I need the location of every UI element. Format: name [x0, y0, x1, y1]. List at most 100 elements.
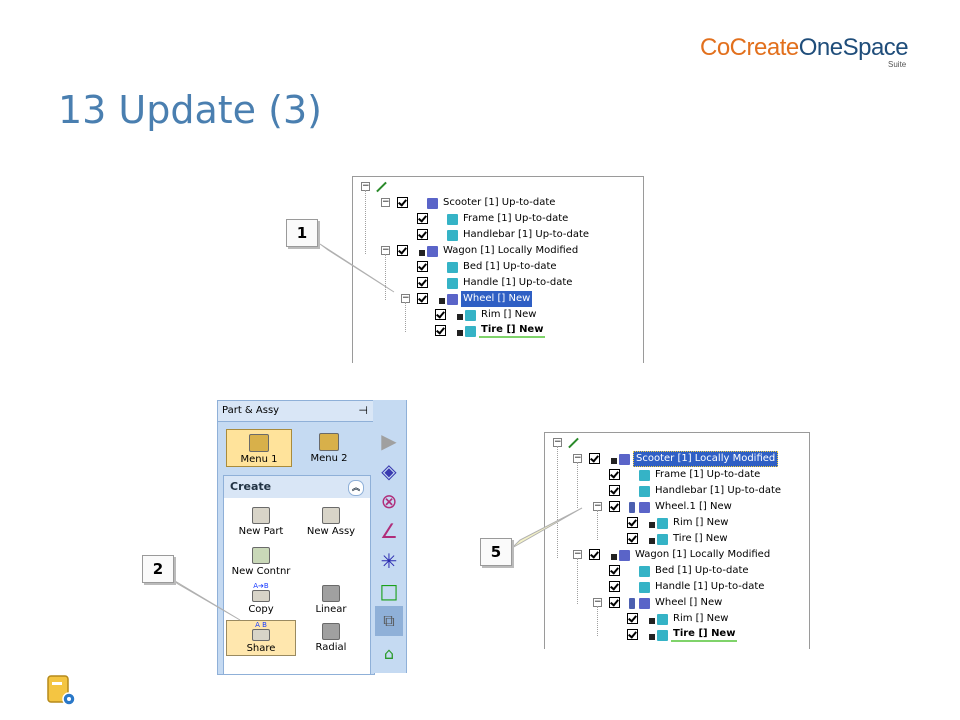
tree-root-row[interactable]: − [553, 435, 593, 451]
tree-row-bed[interactable]: Bed [1] Up-to-date [553, 563, 803, 579]
part-icon [447, 214, 458, 225]
rail-sketch-icon[interactable]: ∠ [380, 519, 398, 543]
callout-2: 2 [142, 555, 174, 583]
tree-row-label: Rim [] New [481, 309, 537, 320]
visibility-checkbox[interactable] [417, 293, 428, 304]
tree-row-wagon[interactable]: − Wagon [1] Locally Modified [361, 243, 631, 259]
modified-marker-icon [649, 634, 655, 640]
tree-row-rim[interactable]: Rim [] New [361, 307, 631, 323]
copy-button[interactable]: A➔B Copy [226, 582, 296, 618]
visibility-checkbox[interactable] [609, 501, 620, 512]
tree-row-handlebar[interactable]: Handlebar [1] Up-to-date [361, 227, 631, 243]
rail-3d-icon[interactable]: ⌂ [383, 643, 395, 663]
modified-marker-icon [457, 314, 463, 320]
modified-marker-icon [649, 618, 655, 624]
create-panel-header[interactable]: Create ︽ [224, 476, 370, 498]
rail-rectangle-icon[interactable]: □ [379, 579, 399, 603]
visibility-checkbox[interactable] [609, 485, 620, 496]
visibility-checkbox[interactable] [417, 277, 428, 288]
visibility-checkbox[interactable] [397, 197, 408, 208]
visibility-checkbox[interactable] [397, 245, 408, 256]
visibility-checkbox[interactable] [589, 549, 600, 560]
part-icon [657, 614, 668, 625]
linear-button[interactable]: Linear [296, 582, 366, 618]
tree-row-label-new: Tire [] New [479, 323, 546, 338]
share-icon [252, 629, 270, 641]
linear-pattern-icon [322, 585, 340, 602]
share-a-b-icon: A B [255, 621, 267, 629]
rail-expand-icon[interactable]: ▶ [381, 429, 397, 453]
tree-row-tire[interactable]: Tire [] New [361, 323, 631, 339]
visibility-checkbox[interactable] [417, 229, 428, 240]
tree-row-scooter[interactable]: − Scooter [1] Up-to-date [361, 195, 631, 211]
menu-2-button[interactable]: Menu 2 [296, 429, 362, 467]
shared-instance-icon [629, 502, 635, 513]
visibility-checkbox[interactable] [435, 325, 446, 336]
visibility-checkbox[interactable] [627, 517, 638, 528]
new-assy-button[interactable]: New Assy [296, 504, 366, 540]
visibility-checkbox[interactable] [609, 597, 620, 608]
visibility-checkbox[interactable] [609, 469, 620, 480]
visibility-checkbox[interactable] [627, 613, 638, 624]
tree-row-rim[interactable]: Rim [] New [553, 515, 803, 531]
callout-5: 5 [480, 538, 512, 566]
rail-workplane-icon[interactable]: ⊗ [380, 489, 398, 513]
tree-row-frame[interactable]: Frame [1] Up-to-date [361, 211, 631, 227]
create-panel-title: Create [230, 480, 272, 493]
visibility-checkbox[interactable] [627, 533, 638, 544]
tree-row-wheel[interactable]: − Wheel [] New [361, 291, 631, 307]
callout-2-leader [169, 577, 241, 621]
pin-icon[interactable]: ⊣ [358, 404, 368, 417]
modified-marker-icon [611, 554, 617, 560]
share-button[interactable]: A B Share [226, 620, 296, 656]
tree-row-label: Frame [1] Up-to-date [655, 469, 761, 480]
new-assy-icon [322, 507, 340, 524]
rail-axis-icon[interactable]: ✳ [380, 549, 398, 573]
assembly-icon [427, 198, 438, 209]
menu-1-button[interactable]: Menu 1 [226, 429, 292, 467]
callout-1-leader [319, 243, 395, 293]
visibility-checkbox[interactable] [589, 453, 600, 464]
visibility-checkbox[interactable] [609, 565, 620, 576]
slide-title: 13 Update (3) [58, 88, 322, 132]
tree-row-label: Bed [1] Up-to-date [463, 261, 557, 272]
structure-browser-tree-2[interactable]: − − Scooter [1] Locally Modified Frame [… [544, 432, 810, 649]
tree-root-row[interactable]: − [361, 179, 401, 195]
assembly-icon [619, 550, 630, 561]
part-icon [657, 518, 668, 529]
radial-button[interactable]: Radial [296, 620, 366, 656]
new-part-button[interactable]: New Part [226, 504, 296, 540]
tree-row-handlebar[interactable]: Handlebar [1] Up-to-date [553, 483, 803, 499]
visibility-checkbox[interactable] [435, 309, 446, 320]
tree-row-label: Frame [1] Up-to-date [463, 213, 569, 224]
new-container-icon [252, 547, 270, 564]
tree-row-wagon[interactable]: − Wagon [1] Locally Modified [553, 547, 803, 563]
visibility-checkbox[interactable] [417, 261, 428, 272]
new-container-label: New Contnr [231, 566, 291, 577]
visibility-checkbox[interactable] [609, 581, 620, 592]
part-icon [465, 326, 476, 337]
rail-view-icon[interactable]: ◈ [381, 459, 397, 483]
tree-row-tire[interactable]: Tire [] New [553, 531, 803, 547]
collapse-toggle[interactable]: − [381, 197, 390, 207]
linear-label: Linear [315, 604, 347, 615]
tree-row-handle[interactable]: Handle [1] Up-to-date [361, 275, 631, 291]
structure-browser-tree-1[interactable]: − − Scooter [1] Up-to-date Frame [1] Up-… [352, 176, 644, 363]
tree-row-wheel-1[interactable]: − Wheel.1 [] New [553, 499, 803, 515]
tree-row-scooter[interactable]: − Scooter [1] Locally Modified [553, 451, 803, 467]
tree-row-bed[interactable]: Bed [1] Up-to-date [361, 259, 631, 275]
rail-part-assy-icon[interactable]: ⧉ [375, 606, 403, 636]
tree-row-wheel[interactable]: − Wheel [] New [553, 595, 803, 611]
menu-2-label: Menu 2 [310, 453, 348, 464]
tree-row-tire[interactable]: Tire [] New [553, 627, 803, 643]
tree-row-frame[interactable]: Frame [1] Up-to-date [553, 467, 803, 483]
tree-row-handle[interactable]: Handle [1] Up-to-date [553, 579, 803, 595]
part-assy-palette[interactable]: Part & Assy ⊣ Menu 1 Menu 2 Create ︽ New… [217, 400, 375, 675]
collapse-up-icon[interactable]: ︽ [348, 480, 364, 496]
visibility-checkbox[interactable] [627, 629, 638, 640]
new-container-button[interactable]: New Contnr [226, 544, 296, 580]
tree-row-rim[interactable]: Rim [] New [553, 611, 803, 627]
tree-row-label: Wagon [1] Locally Modified [635, 549, 771, 560]
visibility-checkbox[interactable] [417, 213, 428, 224]
menu-1-label: Menu 1 [240, 454, 278, 465]
